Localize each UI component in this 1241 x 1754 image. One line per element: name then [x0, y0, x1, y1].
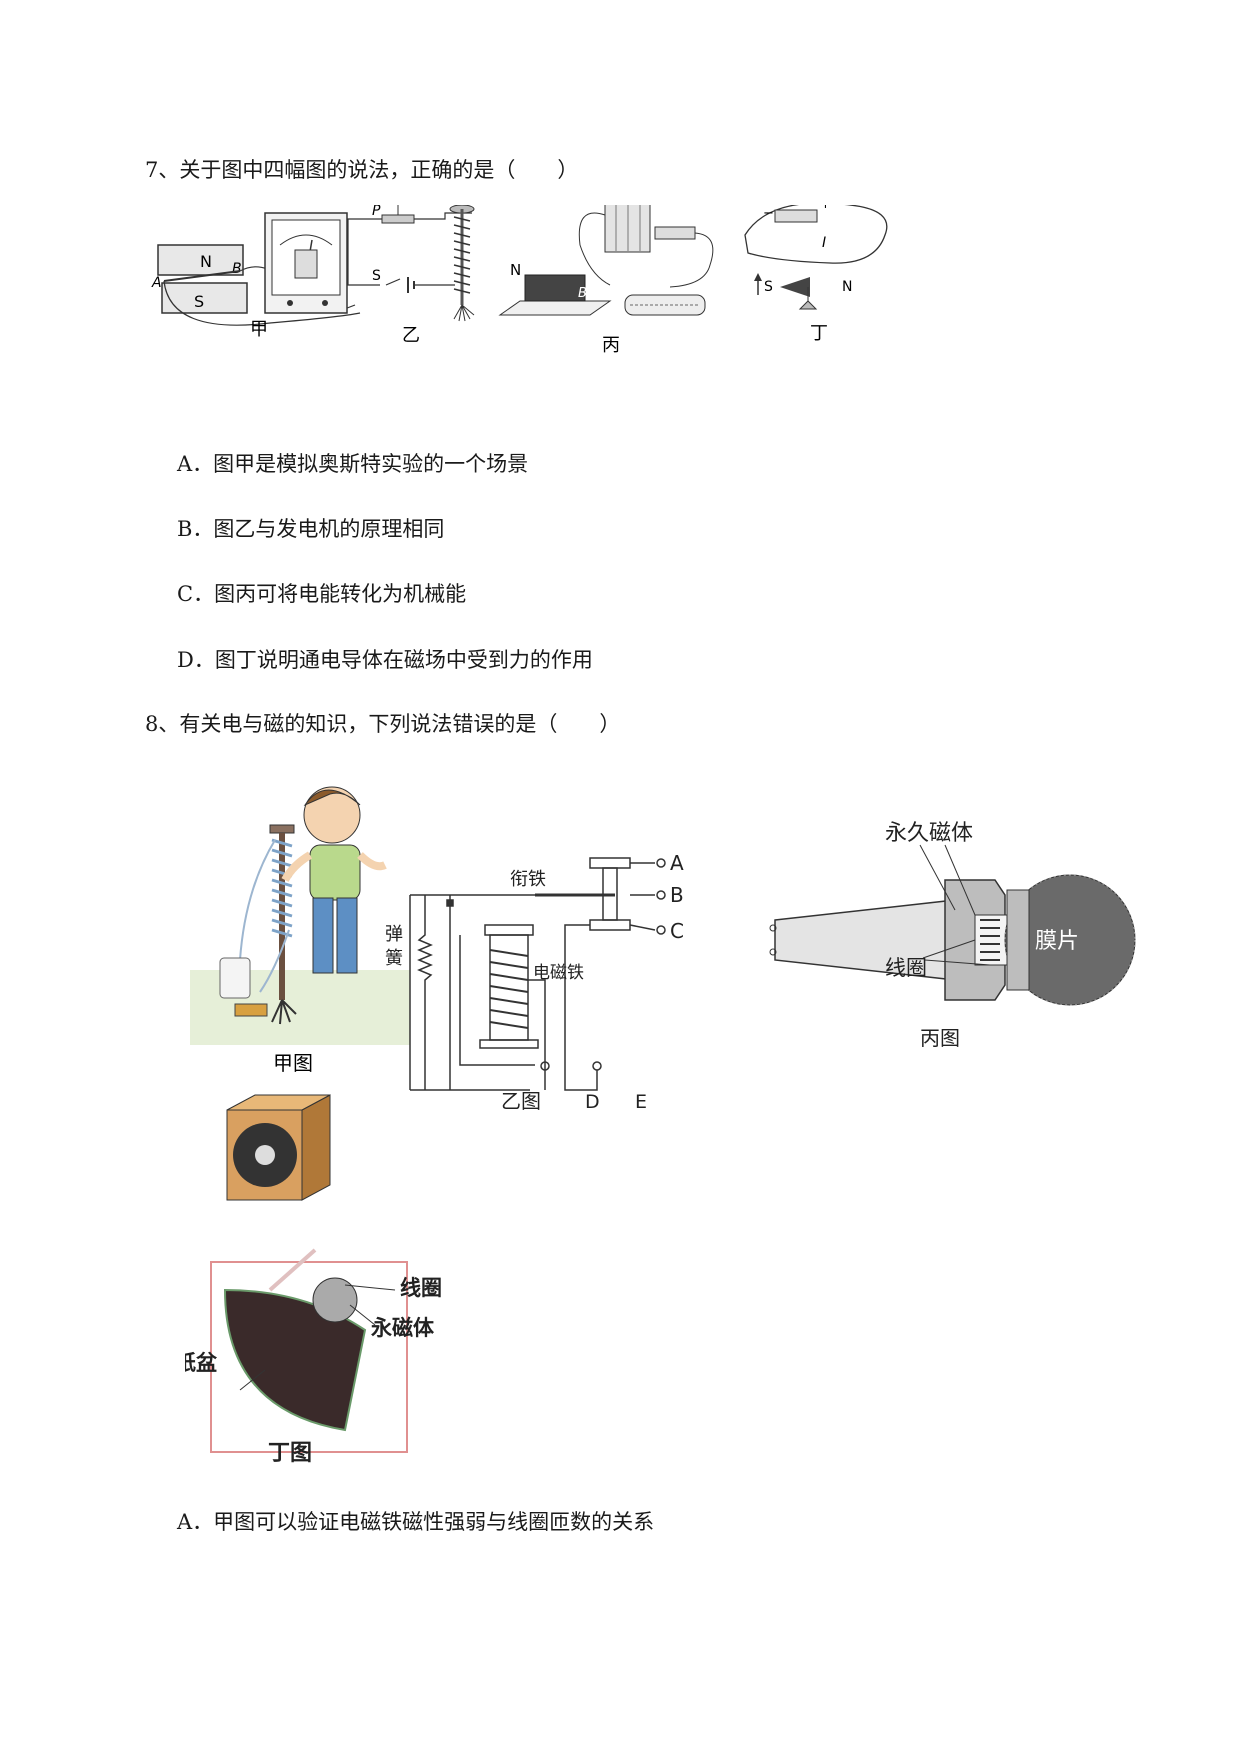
mic-label-diaphragm: 膜片 [1035, 929, 1079, 954]
bing-label-b: B [578, 286, 587, 301]
ding-label-i: I [822, 235, 826, 251]
ding-label-plus: + [820, 205, 831, 212]
q8-caption-bing: 丙图 [920, 1026, 960, 1050]
speaker-label-coil: 线圈 [400, 1276, 442, 1300]
q8-caption-jia: 甲图 [273, 1051, 313, 1075]
yi-label-s: S [372, 268, 381, 284]
ding-label-n: N [842, 279, 852, 295]
figure-yi: P S [347, 203, 475, 322]
question-8-figure: 甲图 [175, 770, 1145, 1470]
figure-8-bing [769, 844, 1136, 1006]
relay-label-spring-2: 簧 [385, 948, 403, 969]
q7-option-a: A．图甲是模拟奥斯特实验的一个场景 [177, 452, 529, 476]
q8-option-a: A．甲图可以验证电磁铁磁性强弱与线圈匝数的关系 [177, 1510, 655, 1534]
figure-8-jia [190, 786, 410, 1045]
bing-label-n: N [510, 261, 521, 279]
relay-label-d: D [585, 1091, 600, 1113]
relay-label-electromagnet: 电磁铁 [533, 963, 584, 983]
question-8-stem: 8、有关电与磁的知识，下列说法错误的是（ ） [145, 712, 621, 736]
q7-option-d: D．图丁说明通电导体在磁场中受到力的作用 [177, 648, 593, 672]
q7-option-b: B．图乙与发电机的原理相同 [177, 517, 445, 541]
relay-label-e: E [635, 1091, 647, 1113]
figure-8-ding [210, 1094, 408, 1453]
relay-label-spring-1: 弹 [385, 924, 403, 945]
ding-label-s: S [764, 279, 773, 295]
q7-option-c: C．图丙可将电能转化为机械能 [177, 582, 467, 606]
relay-label-c: C [670, 919, 684, 943]
ding-label-minus: − [763, 206, 774, 221]
q8-caption-ding: 丁图 [268, 1441, 312, 1466]
mic-label-permanent-magnet: 永久磁体 [885, 821, 973, 846]
jia-label-b: B [232, 261, 242, 277]
question-7-stem: 7、关于图中四幅图的说法，正确的是（ ） [145, 158, 579, 182]
figure-bing: N B [498, 196, 714, 316]
jia-label-n: N [200, 252, 212, 271]
figure-jia: N B A S [151, 212, 361, 326]
question-7-figure: N B A S 甲 P S [150, 196, 990, 400]
relay-label-a: A [670, 851, 684, 875]
figure-caption-ding: 丁 [810, 323, 828, 344]
relay-label-armature: 衔铁 [510, 869, 546, 890]
yi-label-p: P [372, 205, 381, 219]
figure-8-yi [409, 857, 666, 1091]
figure-caption-bing: 丙 [602, 335, 620, 356]
mic-label-coil: 线圈 [885, 956, 927, 980]
jia-label-a: A [151, 275, 162, 291]
figure-ding: − + I S N [744, 197, 888, 310]
speaker-label-permanent-magnet: 永磁体 [370, 1316, 435, 1340]
figure-caption-jia: 甲 [250, 319, 268, 340]
speaker-label-cone: 纸盆 [185, 1351, 218, 1375]
relay-label-b: B [670, 883, 684, 907]
jia-label-s: S [194, 292, 204, 311]
figure-caption-yi: 乙 [402, 325, 420, 346]
q8-caption-yi: 乙图 [501, 1089, 541, 1113]
